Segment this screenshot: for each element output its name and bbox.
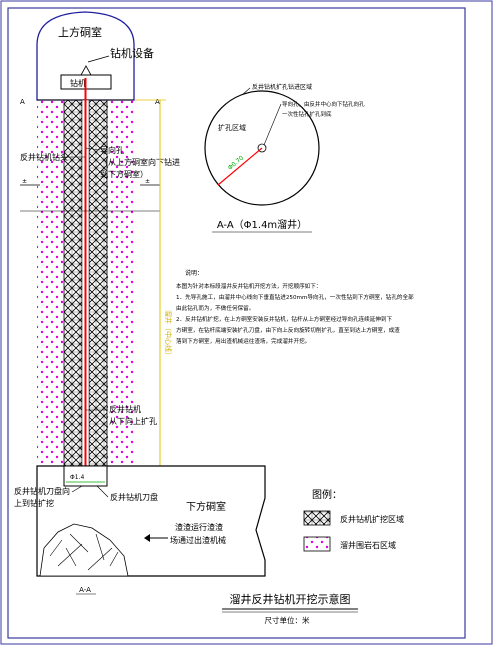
inner-border <box>7 7 466 639</box>
footer-title: 溜井反井钻机开挖示意图 <box>230 592 351 606</box>
rod-up-label-a: 反井钻机 <box>109 404 141 414</box>
bit-install-label-a: 反井钻机刀盘向 <box>14 486 70 496</box>
notes-line-5: 方硐室，在钻杆底端安装扩孔刀盘，由下向上反向旋转切削扩孔，直至到达上方硐室，成渣 <box>176 326 400 334</box>
notes-heading: 说明： <box>185 269 203 277</box>
rod-up-label-b: 从下向上扩孔 <box>109 416 157 426</box>
pilot-hole-label-a: 导向孔 <box>100 145 124 155</box>
upper-chamber-outline <box>36 11 135 101</box>
legend-swatch-crosshatch <box>303 510 331 526</box>
section-title: A-A（Φ1.4m溜井） <box>217 218 307 231</box>
radius-line <box>217 147 263 186</box>
section-outer-label: 反井钻机扩孔钻进区域 <box>252 83 312 91</box>
svg-text:±: ± <box>145 178 150 185</box>
muck-label-b: 场通过出渣机械 <box>170 535 226 545</box>
drill-equipment-leader <box>87 55 110 63</box>
vertical-dimension-text: 溜井（中心线） <box>164 310 173 359</box>
notes-line-1: 本图为针对本标段溜井反井钻机开挖方法，开挖顺序如下： <box>176 282 321 290</box>
section-center-label-b: 一次性钻孔扩孔到底 <box>282 110 332 118</box>
legend-label-crosshatch: 反井钻机扩挖区域 <box>340 514 404 524</box>
notes-line-2: 1．先导孔施工，由溜井中心线向下垂直钻进250mm导向孔，一次性钻到下方硐室，钻… <box>176 293 414 301</box>
rock-zone-right <box>107 100 134 466</box>
bit-head-label: 反井钻机刀盘 <box>110 492 158 502</box>
upper-chamber-label: 上方硐室 <box>58 25 102 39</box>
lower-chamber-label: 下方硐室 <box>186 500 226 513</box>
notes-line-6: 落到下方硐室，用出渣机械运往渣场，完成溜井开挖。 <box>176 337 310 345</box>
rock-zone-left <box>37 100 64 466</box>
section-ref-label: A-A <box>79 586 91 594</box>
drill-equipment-label: 钻机设备 <box>110 46 154 60</box>
level-marker-upper: ± ± <box>20 178 160 186</box>
pilot-hole-label-c: 到下方硐室） <box>100 169 148 179</box>
muck-arrow <box>144 534 168 542</box>
footer-unit: 尺寸单位：米 <box>265 615 310 625</box>
notes-line-4: 2．反井钻机扩挖，在上方硐室安装反井钻机，钻杆从上方硐室经过导向孔连续延伸到下 <box>176 315 393 323</box>
muck-pile <box>39 523 129 577</box>
bit-install-leader <box>71 485 83 493</box>
pilot-hole-label-b: （从上方硐室向下钻进 <box>100 157 180 167</box>
section-ream-label: 扩孔区域 <box>218 123 246 132</box>
reverse-bit-label: 反井钻机钻头 <box>20 152 68 162</box>
diameter-tag: Φ1.4 <box>70 474 84 481</box>
bit-head-leader <box>96 485 109 498</box>
section-center-leader <box>263 103 282 146</box>
section-circle <box>204 90 320 206</box>
radius-tag: Φ0.70 <box>227 154 245 171</box>
legend-label-dots: 溜井围岩石区域 <box>340 540 396 550</box>
rig-mast <box>80 65 92 76</box>
top-a-right: A <box>155 98 160 106</box>
muck-label-a: 渣渣运行渣渣 <box>175 522 223 532</box>
bit-install-label-b: 上到钻扩挖 <box>14 498 54 508</box>
drill-rig-label: 钻机 <box>70 78 86 88</box>
legend-title: 图例： <box>312 488 342 501</box>
pilot-hole-leader <box>85 147 101 151</box>
section-center-label-a: 导向孔，由反井中心向下钻孔向孔 <box>282 100 365 108</box>
reamer-head <box>63 465 108 487</box>
section-center-hole <box>257 143 267 153</box>
legend-swatch-dots <box>303 536 331 552</box>
muck-hatching <box>49 533 119 571</box>
svg-text:±: ± <box>22 178 27 185</box>
section-outer-leader <box>241 87 251 96</box>
notes-line-3: 由此钻孔而为，不做任何保留。 <box>176 304 254 312</box>
top-a-left: A <box>20 98 25 106</box>
